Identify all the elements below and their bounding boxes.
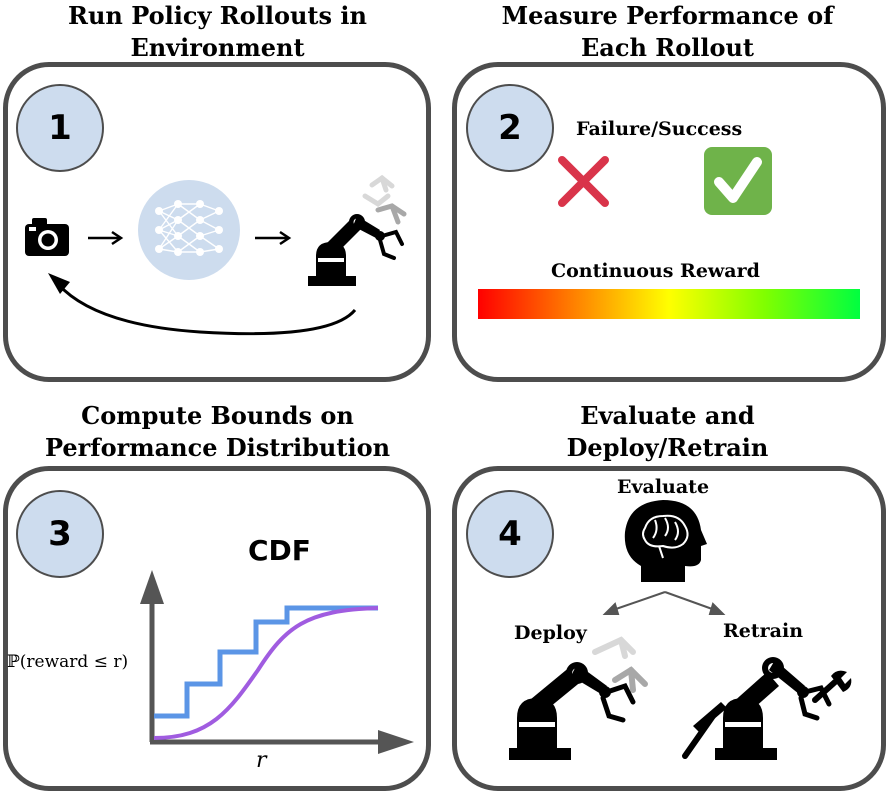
x-axis-arrowhead [378,730,414,754]
brain-head-icon [624,500,707,582]
cross-icon [558,156,609,207]
cdf-plot [140,570,414,754]
panel3-title-line1: Compute Bounds on [81,401,354,430]
cdf-label: CDF [248,534,311,567]
panel2-title-line1: Measure Performance of [501,1,834,30]
split-arrows-icon [602,591,726,615]
panel1-title: Run Policy Rollouts in Environment [0,0,435,64]
panel4-title-line1: Evaluate and [580,401,755,430]
x-axis-label: r [256,748,267,773]
robot-arm-icon [509,636,648,760]
panel3-title: Compute Bounds on Performance Distributi… [0,400,435,464]
step-badge-3: 3 [16,490,104,578]
failure-success-label: Failure/Success [576,118,743,140]
neural-network-icon [138,180,240,280]
panel2-title: Measure Performance of Each Rollout [445,0,890,64]
panel4-title: Evaluate and Deploy/Retrain [445,400,890,464]
arrow-icon [255,230,292,246]
panel1-graphics [25,174,407,336]
reward-gradient-bar [478,289,860,319]
retrain-label: Retrain [723,620,804,642]
checkmark-icon [704,147,772,215]
step-cdf-line [154,605,378,719]
step-badge-1: 1 [16,84,104,172]
robot-arm-icon [715,657,832,760]
y-axis-label: ℙ(reward ≤ r) [7,652,129,672]
wrench-icon [812,670,852,703]
feedback-arrow-icon [48,273,357,336]
camera-icon [25,218,69,256]
deploy-label: Deploy [514,622,587,644]
panel2-graphics [478,147,860,319]
step-badge-4: 4 [466,490,554,578]
evaluate-label: Evaluate [617,476,710,498]
panel1-title-line1: Run Policy Rollouts in [68,1,367,30]
continuous-reward-label: Continuous Reward [551,260,760,282]
arrow-icon [88,230,124,246]
hammer-icon [682,702,727,759]
robot-arm-icon [308,174,407,286]
panel4-title-line2: Deploy/Retrain [566,433,769,462]
step-badge-2: 2 [466,84,554,172]
y-axis-arrowhead [140,570,164,604]
panel3-title-line2: Performance Distribution [44,433,391,462]
panel1-title-line2: Environment [130,33,305,62]
panel4-graphics [509,500,852,760]
panel2-title-line2: Each Rollout [581,33,754,62]
smooth-cdf-line [153,606,379,740]
